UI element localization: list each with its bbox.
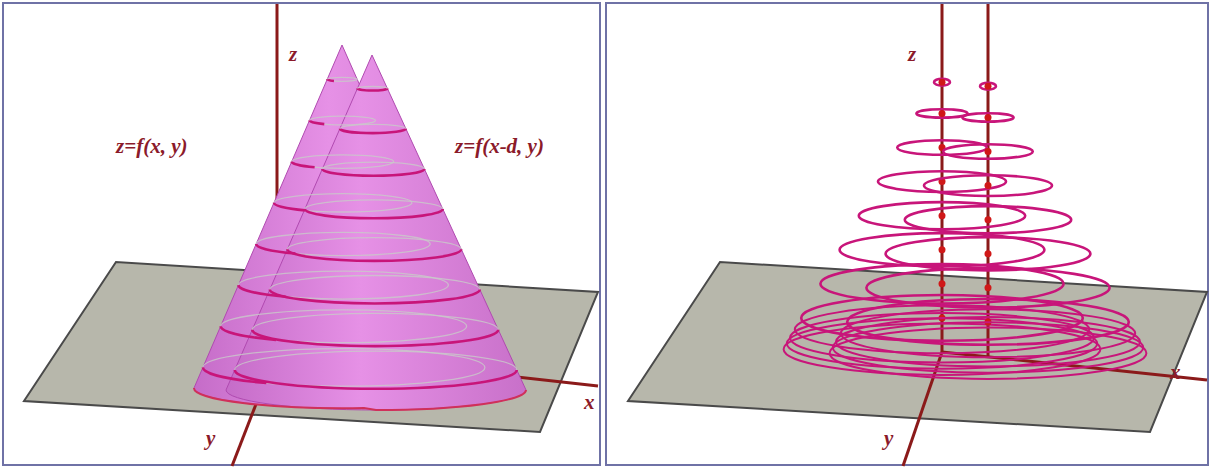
level-point: [985, 284, 992, 291]
level-curve: [221, 326, 276, 340]
level-curve: [252, 330, 498, 346]
hidden-level-curve: [238, 271, 448, 299]
level-curve: [866, 268, 1109, 308]
panel-frame: [3, 3, 600, 465]
level-curve: [327, 79, 334, 81]
hidden-level-curve: [322, 162, 424, 176]
level-curve: [357, 89, 387, 91]
hidden-level-curve: [235, 351, 517, 389]
level-curve: [905, 206, 1071, 233]
axis-label: z=f(x, y): [116, 136, 187, 157]
axis-label: x: [1170, 362, 1181, 383]
level-point: [985, 182, 992, 189]
level-curve: [836, 317, 1140, 366]
level-curve: [833, 322, 1143, 372]
level-curve: [270, 290, 480, 304]
hidden-level-curve: [357, 87, 387, 91]
level-curve: [897, 140, 987, 155]
base-plane: [628, 262, 1207, 432]
level-curve: [980, 83, 996, 90]
level-curve: [886, 237, 1091, 270]
level-point: [985, 216, 992, 223]
level-curve: [340, 129, 406, 133]
axis-label: y: [884, 428, 893, 449]
cone-surface: [226, 55, 526, 410]
hidden-level-curve: [287, 238, 461, 261]
axis-label: z: [289, 44, 297, 65]
level-curve: [830, 327, 1147, 378]
level-point: [939, 212, 946, 219]
axis-label: z=f(x-d, y): [455, 136, 544, 157]
hidden-level-curve: [327, 77, 357, 81]
level-curve: [235, 370, 517, 389]
level-curve: [916, 109, 967, 117]
hidden-level-curve: [270, 276, 480, 304]
level-curve: [256, 244, 295, 254]
level-point: [985, 250, 992, 257]
axis-label: x: [584, 392, 595, 413]
hidden-level-curve: [256, 232, 430, 255]
panel-frame: [606, 3, 1208, 465]
level-curve: [305, 209, 443, 218]
hidden-level-curve: [309, 116, 375, 125]
level-point: [939, 79, 946, 86]
level-curve: [238, 285, 285, 297]
axis-label: z: [908, 44, 916, 65]
level-curve: [322, 169, 424, 176]
level-point: [985, 83, 992, 90]
level-curve: [924, 175, 1052, 196]
level-curve: [203, 367, 266, 383]
hidden-level-curve: [252, 313, 498, 346]
axis-label: y: [206, 428, 215, 449]
hidden-level-curve: [305, 200, 443, 218]
level-point: [939, 110, 946, 117]
level-curve: [274, 203, 305, 211]
level-curve: [934, 79, 950, 86]
level-point: [939, 246, 946, 253]
level-point: [939, 280, 946, 287]
level-curve: [309, 120, 324, 124]
level-point: [985, 114, 992, 121]
hidden-level-curve: [274, 194, 412, 212]
level-curve: [943, 144, 1033, 159]
cone-base: [194, 388, 526, 410]
level-curve: [287, 249, 461, 261]
level-curve: [292, 162, 315, 168]
level-point: [985, 148, 992, 155]
hidden-level-curve: [340, 124, 406, 133]
level-curve: [962, 113, 1013, 121]
hidden-level-curve: [203, 349, 485, 387]
